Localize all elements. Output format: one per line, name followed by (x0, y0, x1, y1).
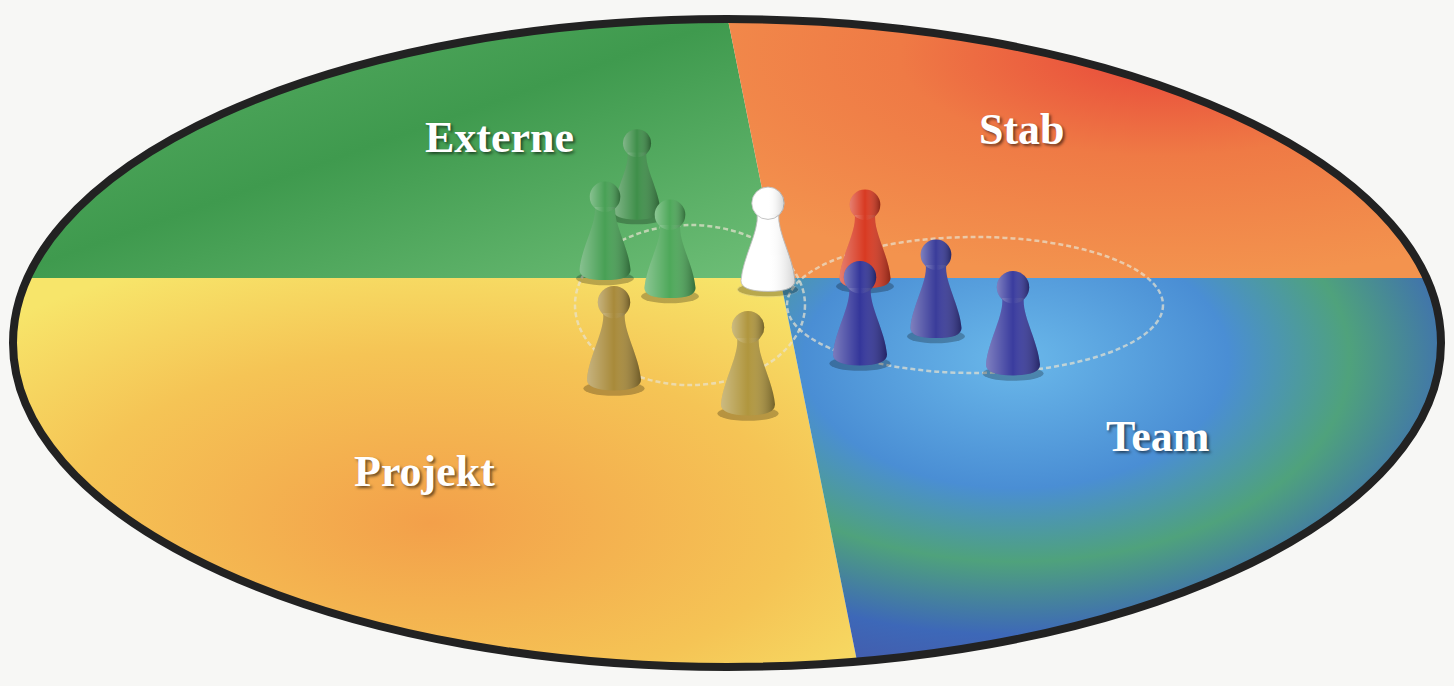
region-title: Externe (425, 114, 574, 162)
quadrant-label: Externe (417, 110, 582, 166)
region-title: Team (1106, 413, 1210, 461)
quadrant-label: Projekt (346, 444, 503, 500)
quadrant-label: Team (1098, 409, 1218, 465)
quadrant-label: Stab (971, 102, 1073, 158)
region-title: Stab (979, 106, 1065, 154)
region-title: Projekt (354, 448, 495, 496)
